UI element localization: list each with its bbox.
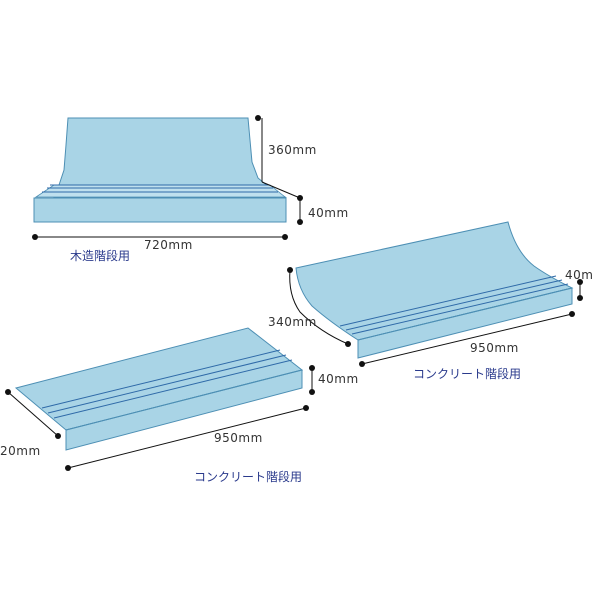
flat-depth-dim-line bbox=[7, 391, 59, 437]
curved-width-dim-dot-right bbox=[569, 311, 575, 317]
concrete-flat-tread: 20mm 40mm 950mm コンクリート階段用 bbox=[0, 327, 359, 484]
curved-width-dim-dot-left bbox=[359, 361, 365, 367]
wood-riser-height-label: 360mm bbox=[268, 143, 317, 157]
flat-stripe-3 bbox=[53, 359, 293, 419]
flat-caption: コンクリート階段用 bbox=[194, 469, 302, 484]
flat-depth-dim-dot-bottom bbox=[55, 433, 61, 439]
curved-width-label: 950mm bbox=[470, 341, 519, 355]
wood-nosing-front bbox=[33, 197, 287, 223]
wood-width-dim-dot-left bbox=[32, 234, 38, 240]
curved-nose-dim-dot-top bbox=[577, 279, 583, 285]
flat-nosing-edge bbox=[65, 369, 303, 431]
flat-width-dim-line bbox=[67, 407, 307, 469]
curved-nosing-edge bbox=[357, 287, 573, 341]
curved-stripe-2 bbox=[345, 279, 563, 331]
curved-depth-label: 340mm bbox=[268, 315, 317, 329]
concrete-curved-tread: 340mm 40m 950mm コンクリート階段用 bbox=[268, 221, 593, 381]
wood-stair-tread: 360mm 40mm 720mm 木造階段用 bbox=[32, 115, 349, 263]
flat-nose-dim-dot-top bbox=[309, 365, 315, 371]
wood-caption: 木造階段用 bbox=[70, 248, 130, 263]
wood-nose-dim-dot-bottom bbox=[297, 219, 303, 225]
flat-depth-label: 20mm bbox=[0, 444, 41, 458]
curved-stripe-1 bbox=[339, 275, 557, 327]
flat-width-label: 950mm bbox=[214, 431, 263, 445]
wood-riser-dim-dot-top bbox=[255, 115, 261, 121]
curved-nose-height-label: 40m bbox=[565, 268, 593, 282]
wood-riser-dim-diag bbox=[261, 181, 301, 199]
wood-width-label: 720mm bbox=[144, 238, 193, 252]
curved-depth-dim-line bbox=[289, 269, 349, 345]
flat-depth-dim-dot-top bbox=[5, 389, 11, 395]
flat-nose-height-label: 40mm bbox=[318, 372, 359, 386]
wood-tread-top bbox=[34, 184, 287, 198]
curved-caption: コンクリート階段用 bbox=[413, 366, 521, 381]
wood-width-dim-dot-right bbox=[282, 234, 288, 240]
curved-depth-dim-dot-top bbox=[287, 267, 293, 273]
flat-width-dim-dot-right bbox=[303, 405, 309, 411]
curved-width-dim-line bbox=[361, 313, 573, 365]
curved-depth-dim-dot-bottom bbox=[345, 341, 351, 347]
flat-nose-dim-dot-bottom bbox=[309, 389, 315, 395]
curved-stripe-3 bbox=[351, 283, 569, 335]
curved-nose-dim-dot-bottom bbox=[577, 295, 583, 301]
wood-nose-height-label: 40mm bbox=[308, 206, 349, 220]
flat-stripe-2 bbox=[47, 354, 287, 414]
flat-width-dim-dot-left bbox=[65, 465, 71, 471]
flat-stripe-1 bbox=[41, 349, 281, 409]
